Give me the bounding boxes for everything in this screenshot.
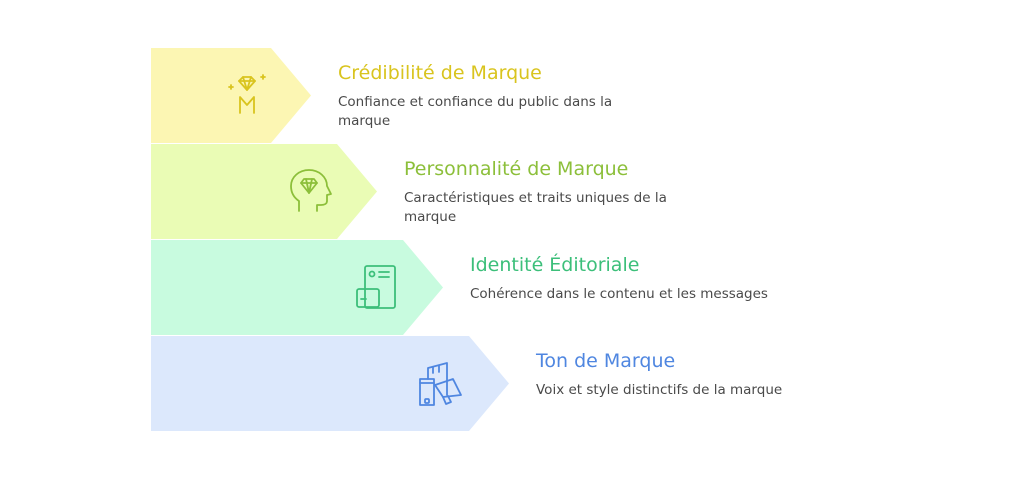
step-text-personnalite: Personnalité de Marque Caractéristiques … [404,157,724,227]
id-card-icon [356,265,396,309]
step-description: Voix et style distinctifs de la marque [536,382,783,398]
megaphone-phone-icon [419,362,462,406]
step-title: Personnalité de Marque [404,158,629,180]
step-shape [151,144,377,239]
step-text-ton: Ton de Marque Voix et style distinctifs … [536,349,856,400]
step-description: Cohérence dans le contenu et les message… [470,286,768,302]
step-title: Crédibilité de Marque [338,62,542,84]
step-ton [151,336,509,431]
step-description: Caractéristiques et traits uniques de la… [404,190,667,225]
step-title: Ton de Marque [536,350,676,372]
step-text-credibilite: Crédibilité de Marque Confiance et confi… [338,61,658,131]
diamond-person-icon [228,74,266,114]
head-diamond-icon [290,169,332,212]
step-personnalite [151,144,377,239]
step-shape [151,336,509,431]
step-shape [151,240,443,335]
step-title: Identité Éditoriale [470,254,640,276]
step-identite [151,240,443,335]
step-credibilite [151,48,311,143]
step-shape [151,48,311,143]
step-text-identite: Identité Éditoriale Cohérence dans le co… [470,253,790,304]
step-description: Confiance et confiance du public dans la… [338,94,613,129]
